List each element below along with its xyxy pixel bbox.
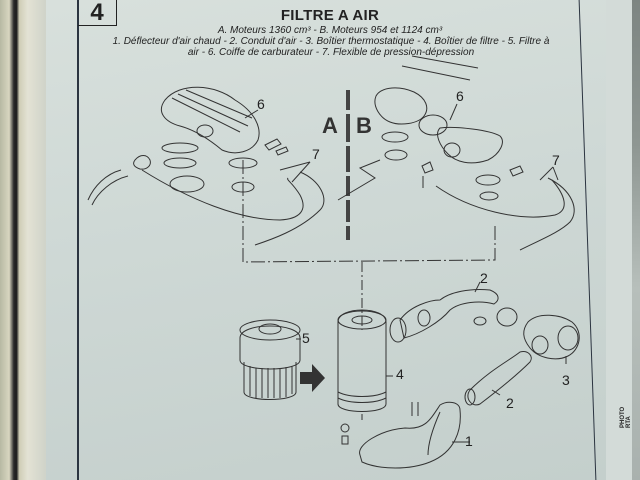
callout-2-lower: 2 [506,395,514,411]
carburetor-cap-a [87,86,325,246]
parts-legend: 1. Déflecteur d'air chaud - 2. Conduit d… [96,36,566,58]
thermostatic-box [523,314,580,360]
callout-5: 5 [302,330,310,346]
callout-7-b: 7 [552,152,560,168]
photo-credit: PHOTO RTA [620,406,632,428]
callout-3: 3 [562,372,570,388]
section-number-box: 4 [78,0,117,26]
book-binding [0,0,46,480]
page-title: FILTRE A AIR [280,7,380,24]
variant-b-label: B [356,113,372,138]
callout-6-b: 6 [456,88,464,104]
hot-air-deflector [340,401,461,469]
callout-leaders [244,103,567,443]
insert-arrow [300,364,325,392]
callout-4: 4 [396,366,404,382]
legend-line-2: air - 6. Coiffe de carburateur - 7. Flex… [187,47,475,58]
page-margin-right [606,0,632,480]
callout-6-a: 6 [257,96,265,112]
callout-2-upper: 2 [480,270,488,286]
manual-page [46,0,606,480]
variant-a-label: A [322,113,338,138]
callout-1: 1 [465,433,473,449]
callout-7-a: 7 [312,146,320,162]
filter-housing [337,309,387,420]
air-duct-upper [389,289,518,343]
air-filter-element [239,319,301,400]
carburetor-cap-b [337,55,575,251]
legend-line-1: 1. Déflecteur d'air chaud - 2. Conduit d… [112,36,550,47]
air-duct-lower [464,351,532,406]
assembly-leader-lines [242,160,496,330]
page-border-left [77,0,79,480]
engine-variants-caption: A. Moteurs 1360 cm³ - B. Moteurs 954 et … [217,25,443,36]
